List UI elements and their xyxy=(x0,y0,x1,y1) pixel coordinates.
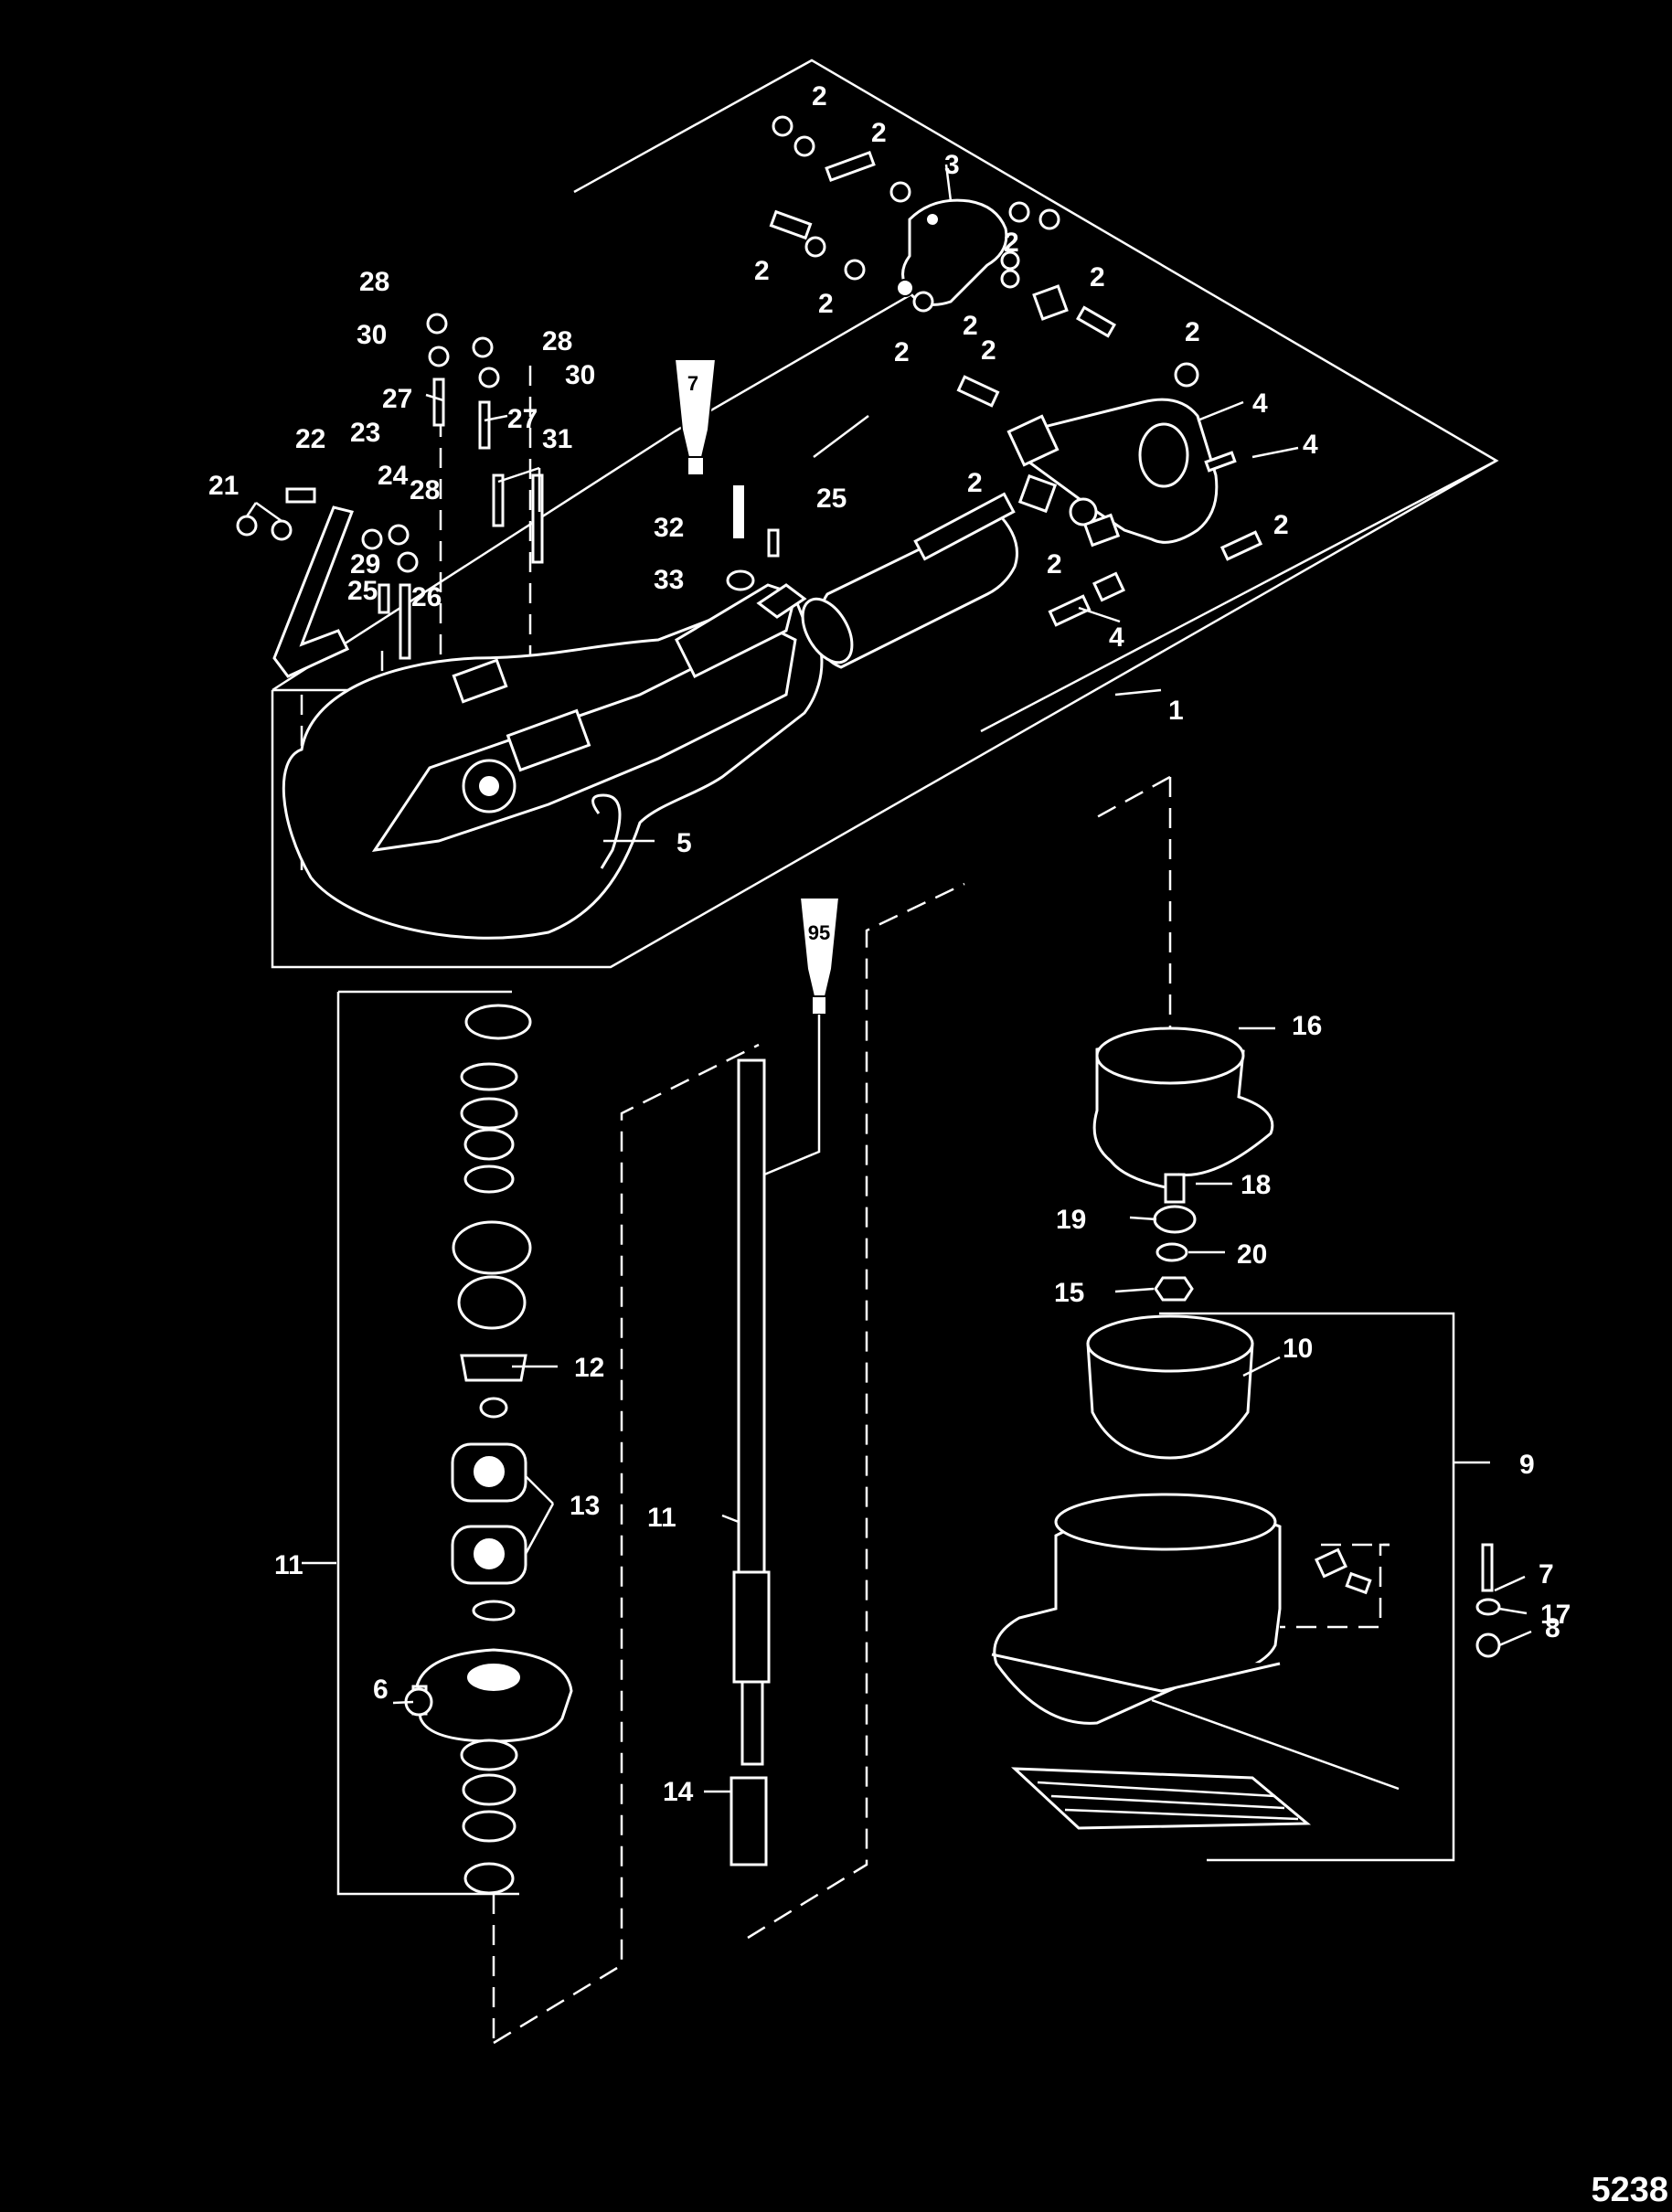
callout-2: 2 xyxy=(1090,262,1105,292)
callout-19: 19 xyxy=(1056,1205,1086,1235)
steering-hardware xyxy=(769,115,1263,627)
bracket-hardware xyxy=(236,313,780,678)
callout-2: 2 xyxy=(818,289,834,319)
callout-25: 25 xyxy=(347,576,378,606)
callout-30: 30 xyxy=(357,320,387,350)
callout-2: 2 xyxy=(754,256,770,286)
callout-2: 2 xyxy=(871,118,887,148)
callout-4: 4 xyxy=(1303,430,1318,460)
callout-16: 16 xyxy=(1292,1011,1322,1041)
callout-labels: 1 2 2 2 2 2 2 2 2 2 2 2 2 2 3 4 4 4 5 6 … xyxy=(208,81,1571,1807)
callout-20: 20 xyxy=(1237,1239,1267,1270)
callout-2: 2 xyxy=(967,468,983,498)
callout-4: 4 xyxy=(1252,388,1268,419)
callout-14: 14 xyxy=(663,1777,694,1807)
callout-15: 15 xyxy=(1054,1278,1084,1308)
frame-lines xyxy=(271,58,1499,2045)
callout-2: 2 xyxy=(812,81,827,112)
callout-11: 11 xyxy=(274,1550,304,1580)
callout-28: 28 xyxy=(542,326,572,356)
callout-32: 32 xyxy=(654,513,684,543)
callout-21: 21 xyxy=(208,471,239,501)
callout-33: 33 xyxy=(654,565,684,595)
callout-5: 5 xyxy=(676,828,692,858)
drive-housing xyxy=(282,492,1018,940)
callout-6: 6 xyxy=(373,1675,389,1705)
grate xyxy=(1011,1767,1312,1830)
callout-9: 9 xyxy=(1519,1450,1535,1480)
callout-27: 27 xyxy=(507,404,538,434)
callout-17: 17 xyxy=(1540,1600,1571,1630)
figure-number: 5238 xyxy=(1591,2171,1668,2209)
callout-2: 2 xyxy=(1004,228,1019,258)
impeller-nozzle xyxy=(991,1026,1501,1830)
callout-2: 2 xyxy=(1047,549,1062,580)
callout-4: 4 xyxy=(1109,622,1124,653)
callout-27: 27 xyxy=(382,384,412,414)
callout-8: 8 xyxy=(1545,1613,1560,1643)
callout-11: 11 xyxy=(647,1503,676,1533)
callout-2: 2 xyxy=(1185,317,1200,347)
callout-25: 25 xyxy=(816,484,847,514)
callout-28: 28 xyxy=(410,475,440,505)
callout-3: 3 xyxy=(944,150,960,180)
callout-13: 13 xyxy=(570,1491,600,1521)
callout-18: 18 xyxy=(1241,1170,1271,1200)
callout-2: 2 xyxy=(981,335,996,366)
callout-10: 10 xyxy=(1283,1334,1313,1364)
callout-22: 22 xyxy=(295,424,325,454)
tube-label-7: 7 xyxy=(687,372,698,395)
callout-2: 2 xyxy=(894,337,910,367)
callout-30: 30 xyxy=(565,360,595,390)
callout-7: 7 xyxy=(1539,1559,1554,1590)
tube-label-95: 95 xyxy=(808,921,830,944)
callout-29: 29 xyxy=(350,549,380,580)
callout-31: 31 xyxy=(542,424,572,454)
callout-12: 12 xyxy=(574,1353,604,1383)
drive-shaft xyxy=(730,897,841,1866)
bearing-stack xyxy=(404,1004,573,1895)
callout-24: 24 xyxy=(378,461,409,491)
callout-leaders xyxy=(245,164,1532,1793)
callout-26: 26 xyxy=(411,582,442,612)
callout-28: 28 xyxy=(359,267,389,297)
callout-2: 2 xyxy=(1273,510,1289,540)
callout-1: 1 xyxy=(1168,696,1184,726)
callout-2: 2 xyxy=(963,311,978,341)
callout-23: 23 xyxy=(350,418,380,448)
